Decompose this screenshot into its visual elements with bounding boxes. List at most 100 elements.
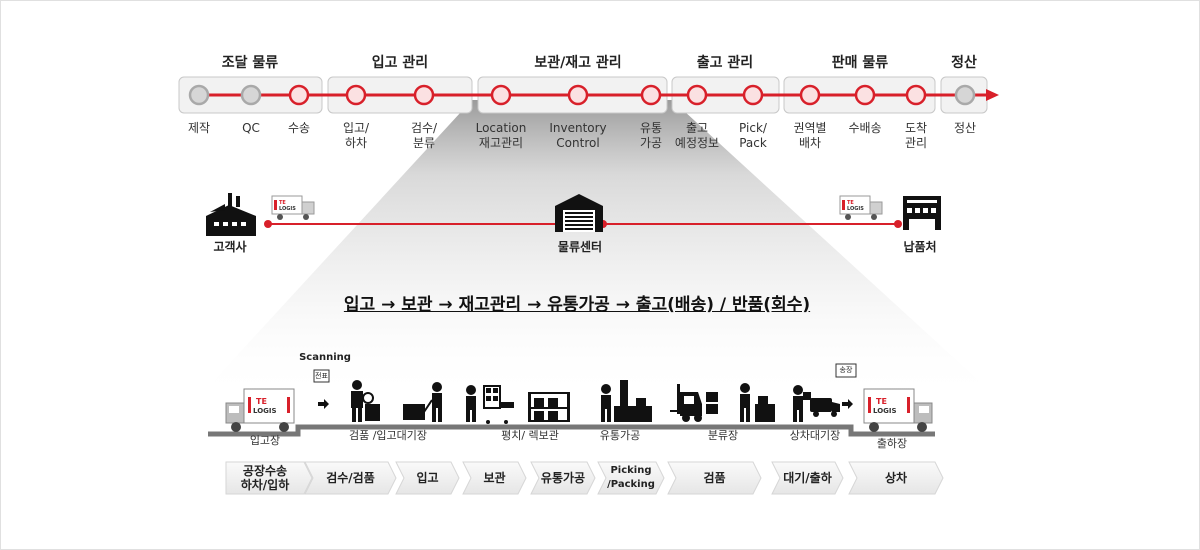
inbound-truck-icon: TE LOGIS <box>225 388 295 432</box>
forklift-icon <box>670 384 718 422</box>
scanning-label: Scanning <box>299 352 351 363</box>
factory-icon <box>206 193 256 236</box>
svg-text:LOGIS: LOGIS <box>847 206 864 212</box>
stage-chevron-4 <box>530 461 596 495</box>
process-label-processing: 유통가공 <box>599 429 641 442</box>
loading-worker-icon <box>793 385 840 422</box>
step-label-8: 출고 예정정보 <box>674 121 720 150</box>
step-label-9: Pick/ Pack <box>739 121 767 150</box>
svg-text:LOGIS: LOGIS <box>279 206 296 212</box>
slip-label: 전표 <box>315 372 328 380</box>
stage-chevron-6 <box>667 461 762 495</box>
step-label-2: 수송 <box>287 121 311 135</box>
process-label-shipping-dock: 출하장 <box>876 437 908 450</box>
header-settlement: 정산 <box>951 55 977 71</box>
step-label-5: Location 재고관리 <box>475 121 527 150</box>
stage-chevron-2 <box>395 461 460 495</box>
step-label-0: 제작 <box>187 121 211 135</box>
step-circle-11 <box>854 84 876 106</box>
packaging-worker-icon <box>601 380 652 422</box>
process-label-receiving-dock: 입고장 <box>249 434 281 447</box>
step-label-4: 검수/ 분류 <box>410 121 438 150</box>
step-label-7: 유통 가공 <box>639 121 663 150</box>
header-sales: 판매 물류 <box>831 55 889 71</box>
step-circle-3 <box>345 84 367 106</box>
flow-title: 입고 → 보관 → 재고관리 → 유통가공 → 출고(배송) / 반품(회수) <box>343 295 811 315</box>
step-circles <box>188 84 976 106</box>
svg-text:TE: TE <box>256 397 267 406</box>
step-label-11: 수배송 <box>848 121 882 135</box>
step-circle-1 <box>240 84 262 106</box>
step-circle-12 <box>905 84 927 106</box>
step-label-10: 권역별 배차 <box>793 121 827 150</box>
arrow-icon-out <box>842 399 853 409</box>
step-circle-7 <box>640 84 662 106</box>
header-storage: 보관/재고 관리 <box>534 55 622 71</box>
stage-label-6: 검품 <box>703 471 726 485</box>
svg-text:TE: TE <box>876 397 887 406</box>
process-floor-line <box>208 424 935 437</box>
stage-label-1: 검수/검품 <box>326 471 375 485</box>
step-circle-8 <box>686 84 708 106</box>
step-circle-4 <box>413 84 435 106</box>
step-circle-0 <box>188 84 210 106</box>
stage-label-7: 대기/출하 <box>783 471 832 485</box>
truck-icon-small-right: TE LOGIS <box>839 195 883 220</box>
storage-rack-icon <box>528 392 570 422</box>
network-dot-destination <box>894 220 902 228</box>
zoom-funnel <box>196 100 1000 400</box>
invoice-icon <box>835 363 857 378</box>
svg-text:LOGIS: LOGIS <box>873 407 897 415</box>
header-receiving: 입고 관리 <box>371 55 429 71</box>
header-procurement: 조달 물류 <box>221 55 279 71</box>
stage-label-4: 유통가공 <box>540 471 586 485</box>
stage-chevron-5 <box>597 461 665 495</box>
step-circle-6 <box>567 84 589 106</box>
slip-icon <box>313 369 330 383</box>
sorting-worker-icon <box>740 383 775 422</box>
network-dot-customer <box>264 220 272 228</box>
store-icon <box>903 196 941 230</box>
stage-chevron-3 <box>462 461 527 495</box>
svg-text:TE: TE <box>279 200 286 206</box>
outbound-truck-icon: TE LOGIS <box>863 388 933 432</box>
svg-text:TE: TE <box>847 200 854 206</box>
process-label-rack-storage: 평치/ 렉보관 <box>501 429 559 442</box>
stage-chevrons <box>225 461 944 495</box>
stage-chevron-0 <box>225 461 313 495</box>
destination-label: 납품처 <box>903 240 937 254</box>
stage-label-3: 보관 <box>483 471 506 485</box>
stage-label-0: 공장수송 하차/입하 <box>240 464 290 492</box>
process-label-sorting: 분류장 <box>707 429 739 442</box>
step-label-13: 정산 <box>953 121 977 135</box>
timeline-arrow-icon <box>986 89 999 101</box>
cart-worker-icon <box>466 385 514 424</box>
pallet-worker-icon <box>403 382 442 422</box>
stage-label-8: 상차 <box>884 471 908 485</box>
stage-label-5: Picking /Packing <box>607 465 655 490</box>
step-circle-5 <box>490 84 512 106</box>
header-shipping: 출고 관리 <box>696 55 754 71</box>
step-circle-2 <box>288 84 310 106</box>
stage-chevron-8 <box>848 461 944 495</box>
process-label-loading-wait: 상차대기장 <box>789 429 841 442</box>
step-label-12: 도착 관리 <box>904 121 928 150</box>
customer-label: 고객사 <box>213 240 247 254</box>
stage-label-2: 입고 <box>416 471 439 485</box>
step-label-6: Inventory Control <box>549 121 607 150</box>
step-circle-13 <box>954 84 976 106</box>
step-circle-10 <box>799 84 821 106</box>
invoice-label: 송장 <box>839 366 853 374</box>
step-label-1: QC <box>242 121 260 135</box>
svg-text:LOGIS: LOGIS <box>253 407 277 415</box>
arrow-icon-in <box>318 399 329 409</box>
truck-icon-small-left: TE LOGIS <box>271 195 315 220</box>
inspector-worker-icon <box>351 380 380 422</box>
step-label-3: 입고/ 하차 <box>342 121 370 150</box>
warehouse-icon <box>555 194 603 232</box>
stage-chevron-7 <box>771 461 844 495</box>
stage-chevron-1 <box>304 461 397 495</box>
center-label: 물류센터 <box>557 240 603 254</box>
process-label-inspection-area: 검품 /입고대기장 <box>348 429 428 442</box>
